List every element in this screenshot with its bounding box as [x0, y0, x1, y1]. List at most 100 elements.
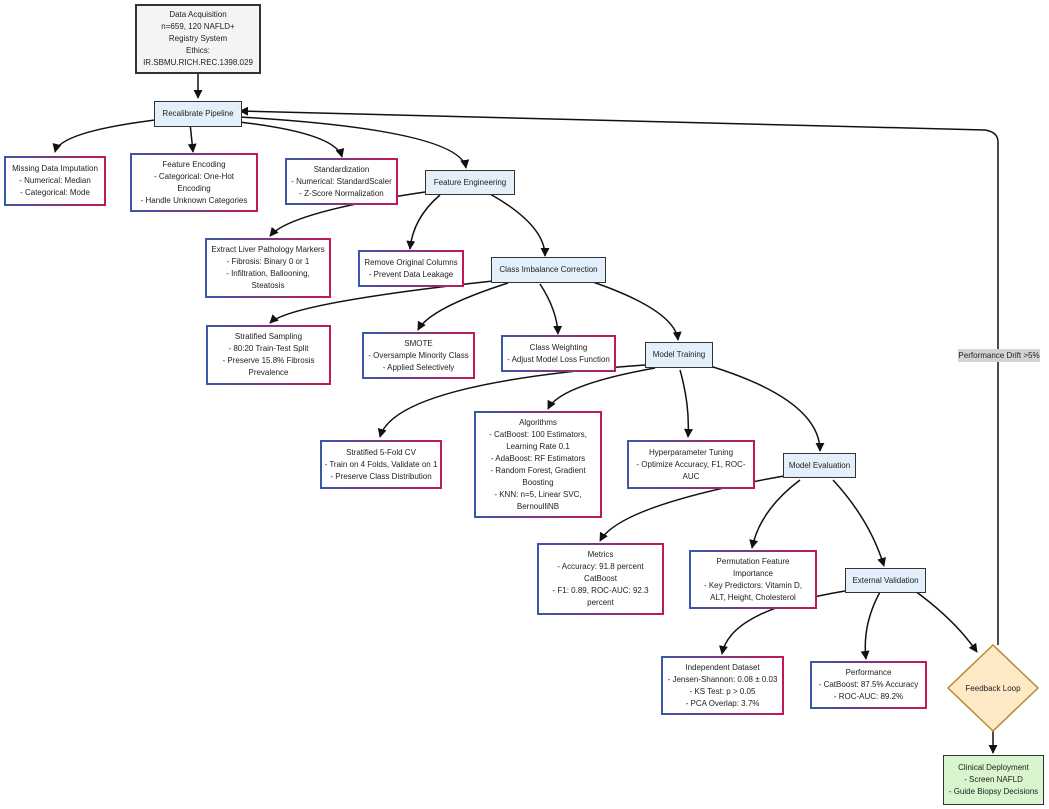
node-text-line: - Key Predictors: Vitamin D, — [703, 580, 803, 590]
node-text-line: Recalibrate Pipeline — [162, 109, 234, 118]
node-performance: Performance- CatBoost: 87.5% Accuracy- R… — [810, 661, 927, 709]
node-text-line: - Numerical: StandardScaler — [291, 176, 392, 186]
node-text-line: Extract Liver Pathology Markers — [211, 245, 325, 254]
node-text-line: BernoulliNB — [516, 501, 560, 511]
edge-recal-feateng — [239, 116, 470, 169]
edge-ci-smote — [417, 282, 509, 331]
edge-label-performance-drift: Performance Drift >5% — [958, 349, 1040, 362]
node-text-line: - Handle Unknown Categories — [140, 195, 248, 205]
node-text-line: - Train on 4 Folds, Validate on 1 — [324, 459, 438, 469]
node-text-line: - 80:20 Train-Test Split — [228, 344, 309, 353]
node-text-line: Class Imbalance Correction — [499, 265, 598, 274]
node-text-line: Independent Dataset — [685, 662, 760, 672]
node-text-line: Importance — [732, 568, 774, 578]
edge-ci-weighting — [539, 283, 563, 335]
node-external-validation: External Validation — [845, 568, 926, 593]
node-hyperparameter-tuning: Hyperparameter Tuning - Optimize Accuracy… — [627, 440, 755, 489]
node-class-imbalance-correction: Class Imbalance Correction — [491, 257, 606, 283]
node-text-line: Stratified 5-Fold CV — [346, 447, 416, 457]
node-recalibrate-pipeline: Recalibrate Pipeline — [154, 101, 242, 127]
node-text-line: Boosting — [522, 477, 554, 487]
node-text-line: - Preserve 15.8% Fibrosis — [222, 356, 315, 365]
node-text-line: Standardization — [313, 164, 370, 174]
node-text-line: Algorithms — [519, 417, 557, 427]
node-text-line: - Numerical: Median — [19, 176, 91, 185]
edge-fe-remove — [406, 194, 441, 250]
node-text-line: - Guide Biopsy Decisions — [948, 787, 1039, 796]
feedback-diamond-shape — [946, 643, 1040, 733]
edge-fb-recal — [239, 106, 999, 645]
node-model-evaluation: Model Evaluation — [783, 453, 856, 478]
node-text-line: Feature Encoding — [162, 159, 226, 169]
node-text-line: Registry System — [168, 34, 228, 43]
node-smote: SMOTE - Oversample Minority Class - Applie… — [362, 332, 475, 379]
node-text-line: Performance — [845, 668, 892, 677]
edge-me-external — [832, 479, 886, 567]
node-text-line: Ethics: — [185, 46, 210, 55]
node-text-line: Data Acquisition — [169, 10, 227, 19]
node-text-line: Feedback Loop — [965, 683, 1021, 693]
node-text-line: Remove Original Columns — [364, 257, 458, 267]
node-text-line: - Fibrosis: Binary 0 or 1 — [226, 257, 310, 266]
node-text-line: - Adjust Model Loss Function — [507, 354, 610, 364]
node-text-line: - Infiltration, Ballooning, — [226, 269, 310, 278]
node-text-line: - Optimize Accuracy, F1, ROC- — [636, 459, 746, 469]
node-text-line: Prevalence — [248, 368, 289, 377]
node-text-line: ALT, Height, Cholesterol — [710, 592, 796, 602]
node-text-line: Encoding — [177, 183, 211, 193]
node-text-line: Permutation Feature — [716, 556, 790, 566]
node-stratified-sampling: Stratified Sampling- 80:20 Train-Test Sp… — [206, 325, 331, 385]
node-text-line: percent — [587, 598, 614, 607]
node-remove-original-columns: Remove Original Columns - Prevent Data Le… — [358, 250, 464, 287]
node-text-line: IR.SBMU.RICH.REC.1398.029 — [143, 58, 253, 67]
node-independent-dataset: Independent Dataset - Jensen-Shannon: 0.0… — [661, 656, 784, 715]
edge-recal-encoding — [187, 122, 197, 153]
node-algorithms: Algorithms - CatBoost: 100 Estimators, Lea… — [474, 411, 602, 518]
node-text-line: - Preserve Class Distribution — [330, 471, 432, 481]
node-text-line: Learning Rate 0.1 — [506, 441, 570, 451]
edge-mt-hyper — [679, 369, 693, 438]
node-text-line: n=659, 120 NAFLD+ — [161, 22, 235, 31]
node-text-line: Clinical Deployment — [958, 763, 1029, 772]
feedback-loop-node: Feedback Loop — [948, 645, 1038, 731]
edge-mt-algorithms — [547, 367, 656, 410]
node-text-line: SMOTE — [404, 338, 433, 348]
node-text-line: - Applied Selectively — [382, 362, 455, 372]
node-class-weighting: Class Weighting - Adjust Model Loss Funct… — [501, 335, 616, 372]
node-text-line: - CatBoost: 87.5% Accuracy — [818, 680, 919, 689]
node-text-line: - Accuracy: 91.8 percent — [557, 562, 644, 571]
node-text-line: - Categorical: One-Hot — [153, 171, 235, 181]
node-extract-liver-markers: Extract Liver Pathology Markers - Fibrosi… — [205, 238, 331, 298]
node-text-line: - PCA Overlap: 3.7% — [685, 698, 760, 708]
node-text-line: - Oversample Minority Class — [368, 350, 469, 360]
node-missing-data-imputation: Missing Data Imputation- Numerical: Medi… — [4, 156, 106, 206]
edge-fe-imbalance — [489, 193, 550, 257]
node-text-line: Class Weighting — [529, 342, 588, 352]
node-text-line: Hyperparameter Tuning — [648, 447, 734, 457]
edge-ev-feedback — [914, 590, 978, 653]
node-text-line: AUC — [682, 471, 700, 481]
edge-ci-training — [589, 280, 682, 341]
node-text-line: Steatosis — [251, 281, 285, 290]
node-text-line: Model Evaluation — [788, 460, 851, 470]
node-data-acquisition: Data Acquisition n=659, 120 NAFLD+ Registr… — [135, 4, 261, 74]
edge-recal-missing — [52, 119, 156, 153]
node-text-line: - Prevent Data Leakage — [368, 269, 454, 279]
node-text-line: - AdaBoost: RF Estimators — [490, 453, 586, 463]
node-text-line: Model Training — [652, 350, 706, 359]
node-text-line: - Random Forest, Gradient — [490, 465, 586, 475]
node-text-line: Metrics — [587, 550, 614, 559]
node-text-line: - Jensen-Shannon: 0.08 ± 0.03 — [667, 674, 778, 684]
node-text-line: - Screen NAFLD — [964, 775, 1023, 784]
node-stratified-cv: Stratified 5-Fold CV - Train on 4 Folds, … — [320, 440, 442, 489]
node-text-line: CatBoost — [584, 574, 617, 583]
edge-ev-performance — [860, 591, 881, 660]
edge-me-perm — [749, 479, 801, 549]
node-text-line: - CatBoost: 100 Estimators, — [489, 429, 587, 439]
node-text-line: External Validation — [852, 575, 919, 585]
node-text-line: Feature Engineering — [433, 177, 507, 187]
edge-mt-eval — [709, 365, 825, 452]
